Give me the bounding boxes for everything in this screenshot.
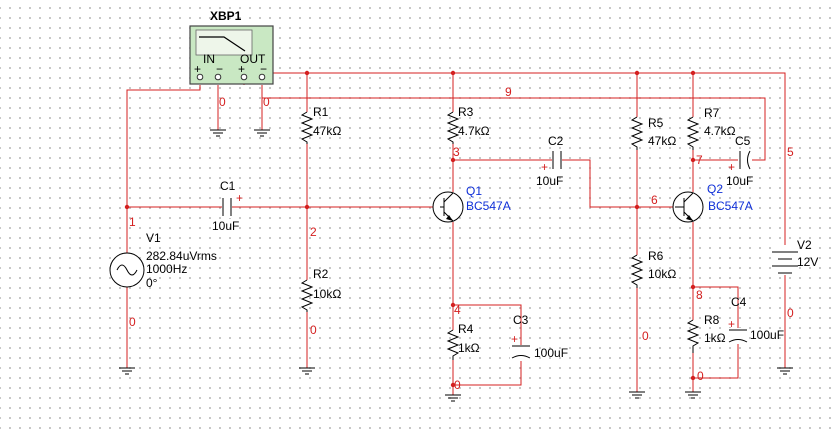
c1-value: 10uF <box>212 219 239 233</box>
resistor-r4[interactable]: R4 1kΩ <box>446 322 480 360</box>
net-label: 0 <box>787 306 794 320</box>
ground-icon <box>210 129 226 137</box>
resistor-r3[interactable]: R3 4.7kΩ <box>446 105 490 144</box>
ac-source-v1[interactable]: V1 282.84uVrms 1000Hz 0° <box>109 231 217 290</box>
r6-value: 10kΩ <box>648 267 676 281</box>
q2-name: Q2 <box>707 182 723 196</box>
net-label: 0 <box>642 329 649 343</box>
r3-value: 4.7kΩ <box>458 124 490 138</box>
net-label: 3 <box>453 145 460 159</box>
net-label: 9 <box>505 85 512 99</box>
bode-in-label: IN <box>203 52 215 66</box>
c4-name: C4 <box>731 295 747 309</box>
resistor-r6[interactable]: R6 10kΩ <box>630 249 676 288</box>
r8-name: R8 <box>704 313 720 327</box>
svg-text:+: + <box>728 317 735 331</box>
v1-phase: 0° <box>146 276 158 290</box>
bode-out-label: OUT <box>240 52 266 66</box>
bode-terminals[interactable] <box>196 73 266 81</box>
net-label: 4 <box>454 303 461 317</box>
net-label: 2 <box>310 225 317 239</box>
ground-icon <box>445 394 461 402</box>
v2-name: V2 <box>797 238 812 252</box>
c1-name: C1 <box>220 179 236 193</box>
r6-name: R6 <box>648 249 664 263</box>
r7-name: R7 <box>704 106 720 120</box>
net-labels: 0 0 1 0 2 0 3 4 0 5 6 0 7 8 0 0 9 <box>129 85 794 392</box>
resistor-r8[interactable]: R8 1kΩ <box>686 313 726 353</box>
ground-icon <box>777 367 793 375</box>
capacitor-c3[interactable]: + C3 100uF <box>510 313 568 361</box>
q1-name: Q1 <box>466 184 482 198</box>
v1-frequency: 1000Hz <box>146 262 187 276</box>
net-label: 1 <box>129 215 136 229</box>
svg-text:+: + <box>236 191 243 205</box>
r5-value: 47kΩ <box>648 134 676 148</box>
v1-amplitude: 282.84uVrms <box>146 249 217 263</box>
v2-value: 12V <box>797 255 818 269</box>
net-label: 6 <box>651 193 658 207</box>
ground-icon <box>254 129 270 137</box>
r1-name: R1 <box>313 105 329 119</box>
svg-text:+: + <box>728 160 735 174</box>
c2-name: C2 <box>548 134 564 148</box>
r8-value: 1kΩ <box>704 331 726 345</box>
bode-plotter[interactable]: XBP1 IN OUT + − + − <box>189 9 274 85</box>
net-label: 0 <box>219 95 226 109</box>
c4-value: 100uF <box>750 328 784 342</box>
c2-value: 10uF <box>536 174 563 188</box>
q1-model: BC547A <box>466 199 511 213</box>
wires <box>126 72 786 395</box>
r4-name: R4 <box>458 322 474 336</box>
capacitor-c5[interactable]: + C5 10uF <box>726 134 753 188</box>
r4-value: 1kΩ <box>458 341 480 355</box>
r3-name: R3 <box>458 105 474 119</box>
c3-value: 100uF <box>534 346 568 360</box>
ground-icon <box>119 367 135 375</box>
dc-source-v2[interactable]: V2 12V <box>772 238 818 275</box>
svg-text:+: + <box>511 332 518 346</box>
bode-name: XBP1 <box>210 9 242 23</box>
ground-icon <box>685 391 701 399</box>
resistor-r2[interactable]: R2 10kΩ <box>300 267 341 312</box>
ground-symbols <box>119 129 793 402</box>
r7-value: 4.7kΩ <box>704 124 736 138</box>
resistor-r7[interactable]: R7 4.7kΩ <box>686 106 736 150</box>
c5-name: C5 <box>735 134 751 148</box>
transistor-q1[interactable]: Q1 BC547A <box>432 184 511 223</box>
junctions <box>124 70 696 388</box>
r1-value: 47kΩ <box>313 124 341 138</box>
net-label: 0 <box>697 369 704 383</box>
capacitor-c4[interactable]: + C4 100uF <box>727 295 784 344</box>
v1-name: V1 <box>146 231 161 245</box>
r2-value: 10kΩ <box>313 287 341 301</box>
bode-curve-icon <box>199 36 246 52</box>
net-label: 0 <box>129 315 136 329</box>
sine-wave-icon <box>116 264 138 276</box>
c3-name: C3 <box>513 313 529 327</box>
net-label: 0 <box>454 378 461 392</box>
net-label: 0 <box>263 95 270 109</box>
q2-model: BC547A <box>708 199 753 213</box>
capacitor-c1[interactable]: + C1 10uF <box>212 179 243 233</box>
resistor-r5[interactable]: R5 47kΩ <box>630 116 676 150</box>
ground-icon <box>629 391 645 399</box>
net-label: 7 <box>696 153 703 167</box>
c5-value: 10uF <box>726 174 753 188</box>
r2-name: R2 <box>313 267 329 281</box>
net-label: 0 <box>310 323 317 337</box>
net-label: 8 <box>696 288 703 302</box>
svg-text:+: + <box>541 160 548 174</box>
resistor-r1[interactable]: R1 47kΩ <box>300 105 341 144</box>
ground-icon <box>299 367 315 375</box>
net-label: 5 <box>787 145 794 159</box>
r5-name: R5 <box>648 116 664 130</box>
transistor-q2[interactable]: Q2 BC547A <box>672 182 753 223</box>
capacitor-c2[interactable]: + C2 10uF <box>536 134 564 188</box>
